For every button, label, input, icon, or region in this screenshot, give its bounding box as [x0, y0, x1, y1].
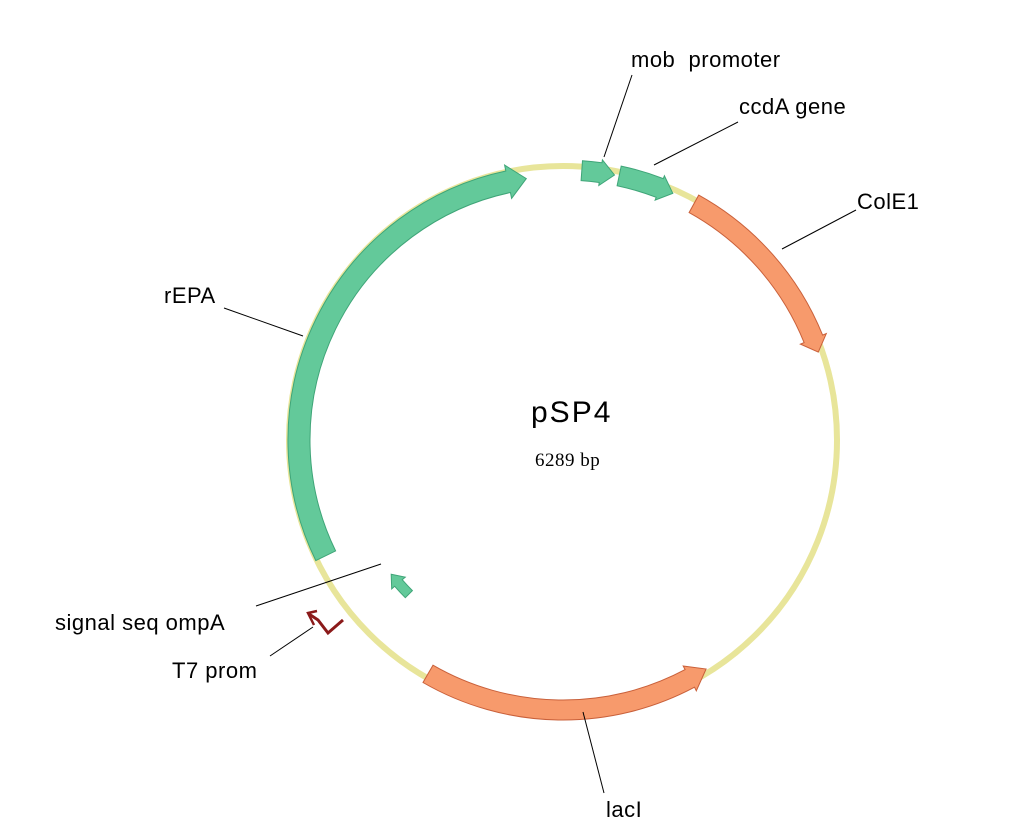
- t7-promoter-label: T7 prom: [172, 658, 257, 683]
- repa-feature-arrow: [287, 164, 528, 562]
- ccda-gene-leader-line: [653, 121, 739, 166]
- t7-promoter-leader-line: [269, 626, 314, 657]
- plasmid-size: 6289 bp: [535, 450, 600, 471]
- mob-promoter-leader-line: [603, 74, 633, 158]
- signal-seq-ompa-feature-arrow: [390, 573, 414, 599]
- t7-promoter-symbol: [306, 609, 344, 636]
- ccda-gene-feature-arrow: [616, 165, 674, 201]
- laci-feature-arrow: [422, 664, 707, 721]
- laci-label: lacI: [606, 797, 642, 822]
- mob-promoter-label: mob promoter: [631, 47, 781, 72]
- ccda-gene-label: ccdA gene: [739, 94, 846, 119]
- signal-seq-ompa-label: signal seq ompA: [55, 610, 225, 635]
- repa-leader-line: [223, 307, 304, 337]
- mob-promoter-feature-arrow: [580, 158, 616, 187]
- repa-label: rEPA: [164, 283, 216, 308]
- plasmid-name: pSP4: [531, 396, 612, 429]
- cole1-leader-line: [781, 209, 857, 250]
- cole1-label: ColE1: [857, 189, 919, 214]
- signal-seq-ompa-leader-line: [255, 563, 382, 607]
- cole1-feature-arrow: [688, 194, 828, 353]
- laci-leader-line: [582, 711, 605, 794]
